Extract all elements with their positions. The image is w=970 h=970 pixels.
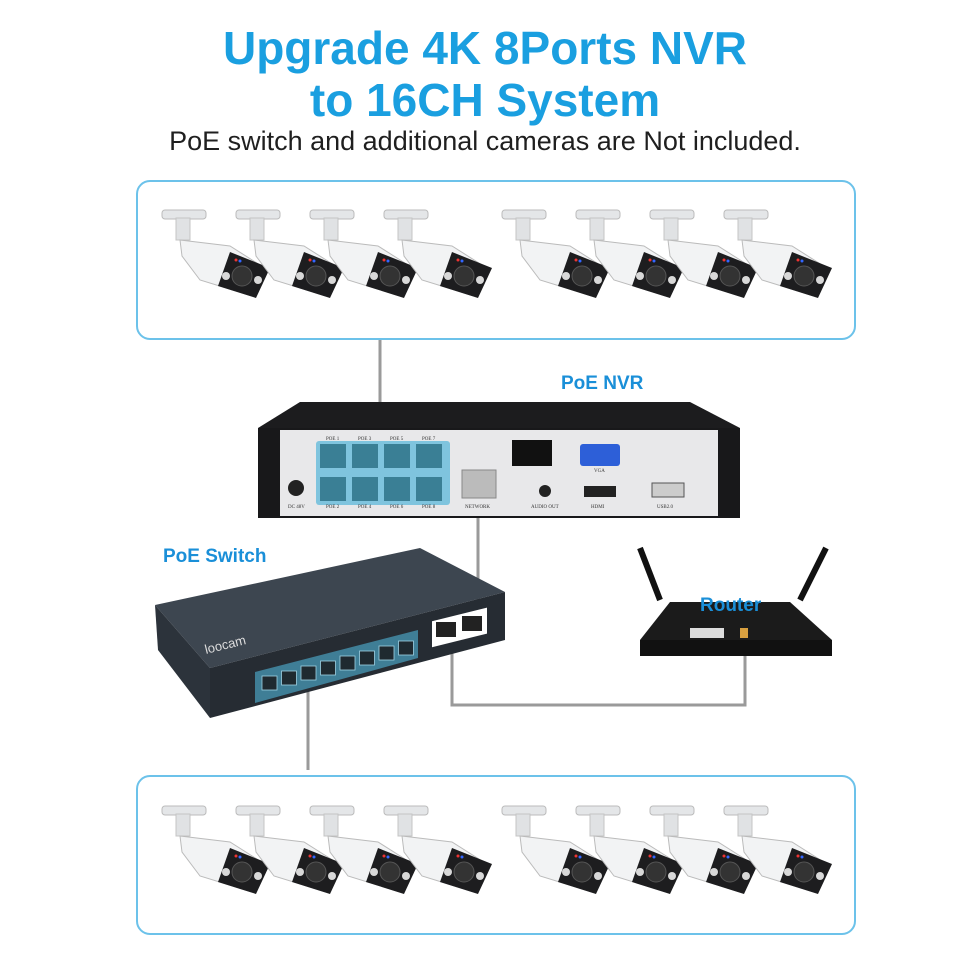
- bullet-camera: [501, 805, 610, 894]
- usb-port: [651, 482, 685, 498]
- audio-jack: [539, 485, 551, 497]
- audio-label: AUDIO OUT: [531, 505, 559, 510]
- poe-port-label: POE 2: [326, 505, 340, 510]
- bullet-camera: [161, 209, 270, 298]
- title-line-2: to 16CH System: [309, 74, 661, 126]
- switch-port: [261, 675, 278, 691]
- poe-port: [384, 477, 410, 501]
- poe-port: [416, 444, 442, 468]
- subtitle: PoE switch and additional cameras are No…: [169, 126, 801, 156]
- switch-port: [359, 650, 375, 666]
- bullet-camera: [383, 805, 492, 894]
- nvr-device: POE 1 POE 2 POE 3 POE 4 POE 5 POE 6 POE 7 POE 8…: [258, 402, 740, 518]
- bullet-camera: [723, 805, 832, 894]
- switch-port: [378, 645, 395, 661]
- bullet-camera: [575, 805, 684, 894]
- cable-switch-to-router: [450, 640, 747, 707]
- switch-port: [300, 665, 317, 681]
- poe-port-label: POE 8: [422, 505, 436, 510]
- poe-port: [320, 477, 346, 501]
- top-cameras: [161, 209, 832, 298]
- bullet-camera: [161, 805, 270, 894]
- poe-port-label: POE 6: [390, 505, 404, 510]
- power-switch: [512, 440, 552, 466]
- vga-label: VGA: [594, 469, 605, 474]
- switch-port: [339, 655, 356, 671]
- bullet-camera: [649, 209, 758, 298]
- poe-port-label: POE 1: [326, 437, 340, 442]
- poe-port-label: POE 7: [422, 437, 436, 442]
- nvr-label: PoE NVR: [561, 373, 644, 394]
- bullet-camera: [309, 805, 418, 894]
- poe-port-label: POE 4: [358, 505, 372, 510]
- poe-port: [384, 444, 410, 468]
- dc-label: DC 48V: [288, 505, 305, 510]
- switch-port: [281, 670, 297, 686]
- hdmi-label: HDMI: [591, 505, 605, 510]
- poe-port: [320, 444, 346, 468]
- bullet-camera: [575, 209, 684, 298]
- poe-port-label: POE 5: [390, 437, 404, 442]
- title-line-1: Upgrade 4K 8Ports NVR: [222, 22, 747, 74]
- switch-port: [398, 640, 414, 656]
- switch-port: [320, 660, 336, 676]
- bottom-cameras: [161, 805, 832, 894]
- router-label: Router: [700, 595, 762, 616]
- network-port: [461, 469, 497, 499]
- dc-jack: [288, 480, 304, 496]
- uplink-port: [462, 616, 482, 631]
- poe-switch-device: loocam: [155, 548, 505, 718]
- poe-port: [416, 477, 442, 501]
- bullet-camera: [649, 805, 758, 894]
- bullet-camera: [723, 209, 832, 298]
- hdmi-port: [584, 486, 616, 497]
- switch-label: PoE Switch: [163, 546, 267, 567]
- router-device: [637, 546, 832, 656]
- poe-port-label: POE 3: [358, 437, 372, 442]
- bullet-camera: [235, 805, 344, 894]
- poe-port: [352, 444, 378, 468]
- bullet-camera: [501, 209, 610, 298]
- top-camera-box: [136, 180, 856, 340]
- vga-port: [580, 444, 620, 466]
- bottom-camera-box: [136, 775, 856, 935]
- bullet-camera: [309, 209, 418, 298]
- bullet-camera: [235, 209, 344, 298]
- uplink-port: [436, 622, 456, 637]
- poe-port: [352, 477, 378, 501]
- usb-label: USB2.0: [657, 505, 673, 510]
- bullet-camera: [383, 209, 492, 298]
- network-label: NETWORK: [465, 505, 490, 510]
